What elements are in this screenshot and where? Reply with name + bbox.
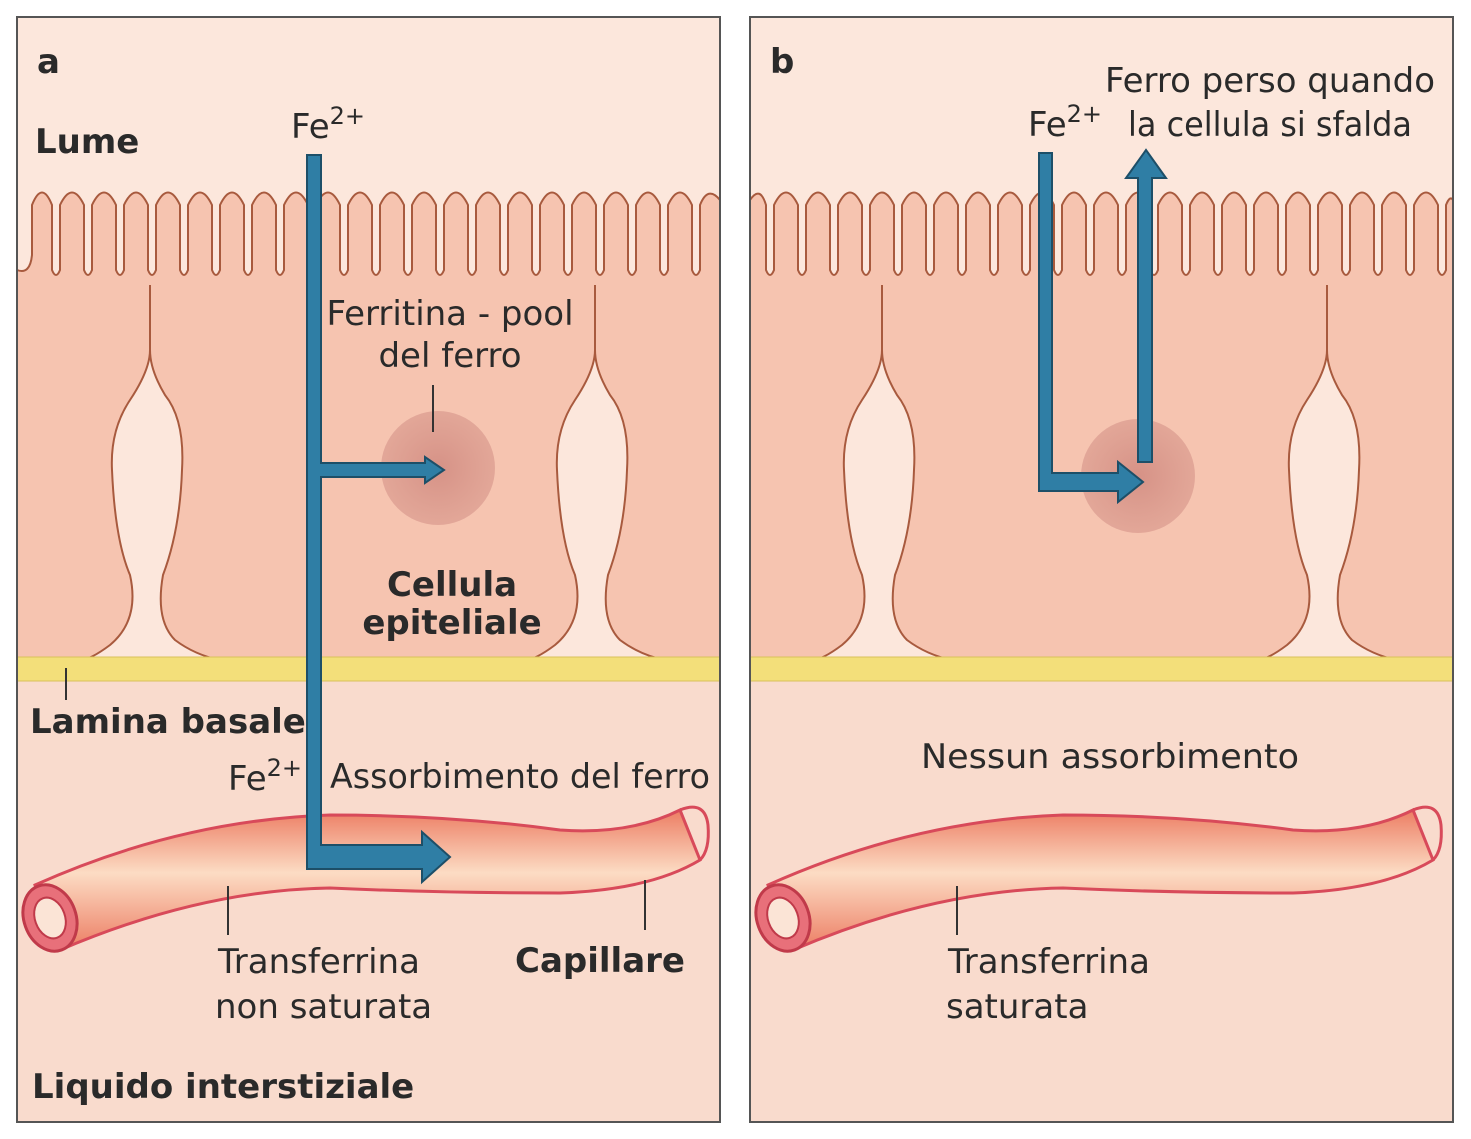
ferritin-pool-b <box>1081 419 1195 533</box>
fe-top-b: Fe2+ <box>1028 100 1102 145</box>
lost-label-line2: la cellula si sfalda <box>1128 105 1412 145</box>
panel-letter-a: a <box>37 42 60 82</box>
transferrin-label-a-line2: non saturata <box>215 987 432 1027</box>
transferrin-label-b-line2: saturata <box>946 987 1088 1027</box>
interstitial-label: Liquido interstiziale <box>32 1067 414 1107</box>
iron-arrow-a <box>306 154 452 885</box>
epithelium-b <box>749 191 1454 661</box>
panel-b-border <box>749 16 1454 1123</box>
cell-label-line1: Cellula <box>387 565 517 605</box>
panel-b: b Fe2+ Ferro perso quando la cellula si … <box>749 16 1454 1123</box>
transferrin-label-b-line1: Transferrina <box>947 942 1150 982</box>
basal-lamina-b <box>749 656 1454 682</box>
iron-arrow-b <box>1038 148 1168 505</box>
basal-lamina <box>16 656 721 682</box>
fe-bottom-a: Fe2+ <box>228 754 302 799</box>
panel-a-border <box>16 16 721 1123</box>
no-absorption-label: Nessun assorbimento <box>921 737 1299 777</box>
absorption-label: Assorbimento del ferro <box>330 757 710 797</box>
capillary-b <box>754 805 1443 953</box>
cell-label-line2: epiteliale <box>362 603 541 643</box>
panel-a: a Lume Fe2+ Ferritina - pool del ferro C… <box>16 16 721 1123</box>
lost-label-line1: Ferro perso quando <box>1105 61 1435 101</box>
epithelium <box>16 191 721 661</box>
panel-letter-b: b <box>770 42 794 82</box>
ferritin-label-line1: Ferritina - pool <box>326 294 573 334</box>
basal-lamina-label: Lamina basale <box>30 702 306 742</box>
fe-top-a: Fe2+ <box>291 102 365 147</box>
lumen-label: Lume <box>35 122 139 162</box>
capillary-label: Capillare <box>515 941 685 981</box>
transferrin-label-a-line1: Transferrina <box>217 942 420 982</box>
ferritin-label-line2: del ferro <box>378 336 521 376</box>
